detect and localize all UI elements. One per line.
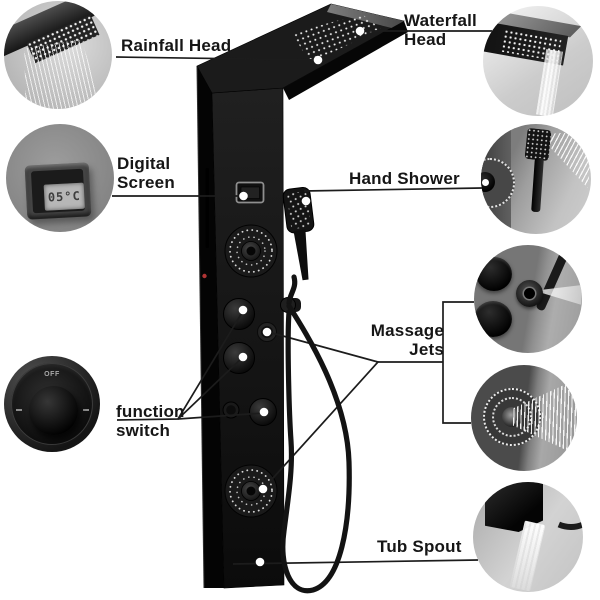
jet-white-dot xyxy=(482,179,489,186)
side-groove xyxy=(205,168,210,248)
knob-lower xyxy=(474,301,512,337)
massage-jet-spray-inset-photo xyxy=(471,365,577,471)
tub-spout-inset-photo xyxy=(473,482,583,592)
body-jet-top xyxy=(224,224,278,278)
anchor-dot-bottom-jet xyxy=(258,484,268,494)
hand-shower-head xyxy=(524,127,552,162)
callout-line-function-3 xyxy=(177,412,265,420)
anchor-dot-waterfall xyxy=(355,26,365,36)
massage-jet-nozzle-inset-photo xyxy=(474,245,582,353)
hand-shower xyxy=(282,187,315,281)
label-tub-spout: Tub Spout xyxy=(377,537,462,556)
label-waterfall-head: Waterfall Head xyxy=(404,11,477,49)
callout-line-function-2 xyxy=(177,356,244,420)
anchor-dot-knob3 xyxy=(259,407,269,417)
label-function-switch: function switch xyxy=(116,402,185,440)
label-rainfall-head: Rainfall Head xyxy=(121,36,232,55)
callout-line-massage-bracket xyxy=(442,301,474,424)
function-switch-inset-photo: OFF xyxy=(4,356,100,452)
anchor-dot-knob1 xyxy=(238,305,248,315)
hose-segment xyxy=(535,245,574,312)
digital-screen-display xyxy=(235,181,265,204)
anchor-dot-tubspout xyxy=(255,557,265,567)
anchor-dot-rainfall xyxy=(313,55,323,65)
label-hand-shower: Hand Shower xyxy=(349,169,460,188)
nozzle-dot-field xyxy=(292,14,381,63)
anchor-dot-knob2 xyxy=(238,352,248,362)
rainfall-head-inset-photo xyxy=(4,1,112,109)
connector-dots xyxy=(238,26,365,567)
knob-upper xyxy=(476,257,512,291)
callout-line-handshower xyxy=(303,187,483,192)
anchor-dot-jet1 xyxy=(262,327,272,337)
switch-knob xyxy=(29,386,78,435)
shower-hose xyxy=(280,274,352,594)
waterfall-head-inset-photo xyxy=(483,6,593,116)
switch-plate: OFF xyxy=(11,363,93,445)
massage-jet-nozzle-2 xyxy=(222,401,240,419)
off-marking: OFF xyxy=(44,371,60,378)
label-massage-jets: Massage Jets xyxy=(370,321,444,359)
function-knob-1 xyxy=(223,298,255,330)
switch-tick-right xyxy=(83,409,89,411)
lcd-display: 05°C xyxy=(43,182,85,211)
callout-line-tubspout xyxy=(232,559,479,565)
screen-bezel: 05°C xyxy=(24,162,92,220)
led-indicator xyxy=(202,273,207,279)
callout-line-rainfall xyxy=(115,56,319,61)
switch-tick-left xyxy=(16,409,22,411)
digital-screen-inset-photo: 05°C xyxy=(6,124,114,232)
anchor-dot-handshower xyxy=(301,196,311,206)
rainfall-waterfall-head-arm xyxy=(196,3,408,100)
callout-lines xyxy=(112,30,492,565)
anchor-dot-digital xyxy=(239,191,248,201)
label-digital-screen: Digital Screen xyxy=(117,154,175,192)
jet-nozzle-core xyxy=(524,288,535,299)
body-jet-bottom xyxy=(224,464,278,518)
rain-water-streaks xyxy=(15,37,100,109)
hand-shower-inset-photo xyxy=(481,124,591,234)
screen-frame: 05°C xyxy=(30,168,86,214)
hand-shower-handle xyxy=(531,157,544,213)
